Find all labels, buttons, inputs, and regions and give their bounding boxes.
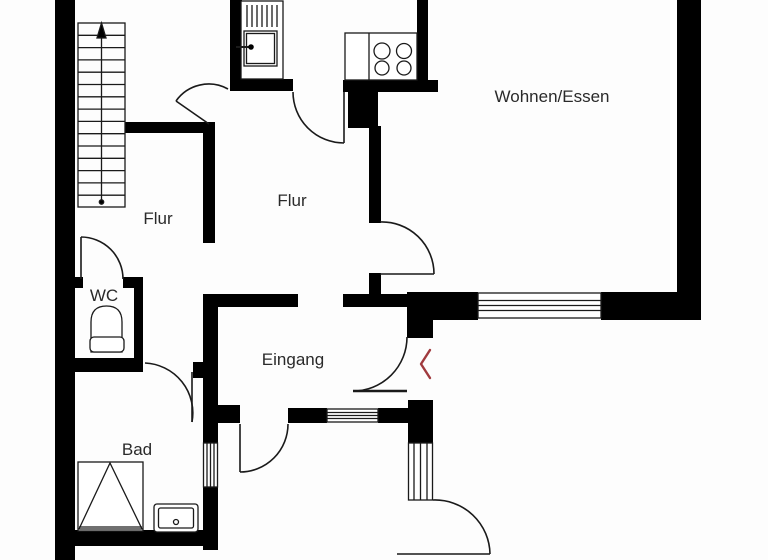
wall-outer-left <box>55 0 75 560</box>
wall-eingang-bottom-a <box>288 408 327 423</box>
wall-eingang-top-b <box>343 294 409 307</box>
wall-eingang-bottomleft-block <box>218 405 240 423</box>
door-apartment-entrance <box>352 336 408 393</box>
room-label-flur-left: Flur <box>143 209 173 228</box>
window-symbol-right-lower <box>407 442 434 501</box>
wall-flur-divider <box>203 122 215 243</box>
toilet-symbol <box>89 305 125 353</box>
stair-start-dot <box>98 199 105 205</box>
washbasin-symbol <box>153 503 199 533</box>
wall-wohnen-bottom-b <box>601 292 701 320</box>
doors <box>80 83 491 555</box>
windows <box>202 292 602 501</box>
room-label-wohnen-essen: Wohnen/Essen <box>494 87 610 106</box>
door-eingang-south <box>239 423 289 473</box>
room-label-eingang: Eingang <box>261 350 325 369</box>
room-label-bad: Bad <box>121 440 153 459</box>
room-label-flur-center: Flur <box>277 191 307 210</box>
wall-pillar <box>348 92 378 128</box>
wall-eingang-top-a <box>218 294 298 307</box>
wall-divider-stub <box>369 273 381 297</box>
drain-icon <box>172 518 180 526</box>
wall-wohnen-left-upper <box>417 0 428 85</box>
wall-eingang-left-upper <box>203 294 218 443</box>
door-wohnen <box>379 221 435 275</box>
door-exterior-bottom <box>397 499 491 555</box>
door-bad <box>144 362 194 423</box>
wall-outer-right <box>677 0 701 320</box>
wall-kitchen-bottom-left <box>230 79 293 91</box>
kitchen-sink-symbol <box>236 0 284 80</box>
wall-wc-right <box>134 277 143 368</box>
wall-right-lower <box>408 400 433 443</box>
walls <box>55 0 701 560</box>
staircase-symbol <box>77 20 126 208</box>
stove-hob-symbol <box>344 32 418 81</box>
wall-wc-top <box>123 277 143 288</box>
door-flur-kitchen <box>175 83 229 125</box>
wall-eingang-bottom-b <box>378 408 412 423</box>
wall-kitchen-bottom-right <box>343 80 438 92</box>
wall-bad-door-stub <box>193 362 203 378</box>
fixtures <box>77 0 418 533</box>
window-symbol-eingang-bottom <box>326 408 379 423</box>
door-wc <box>80 236 124 280</box>
door-kitchen <box>292 91 345 144</box>
shower-symbol <box>77 461 144 532</box>
wall-flur-left-top <box>125 122 215 133</box>
stair-arrow-icon <box>96 20 107 39</box>
window-symbol-wohnen <box>477 292 602 319</box>
wall-entrance-block <box>407 292 433 338</box>
window-symbol-left-lower <box>202 442 219 488</box>
wall-bad-bottom <box>55 530 218 546</box>
wall-wc-top-stub <box>75 277 83 288</box>
wall-kitchen-left <box>230 0 242 85</box>
wall-wc-bad-divider <box>75 358 143 372</box>
room-label-wc: WC <box>89 286 119 305</box>
entrance-chevron-icon <box>419 348 432 380</box>
wall-flur-wohnen-divider <box>369 126 381 223</box>
